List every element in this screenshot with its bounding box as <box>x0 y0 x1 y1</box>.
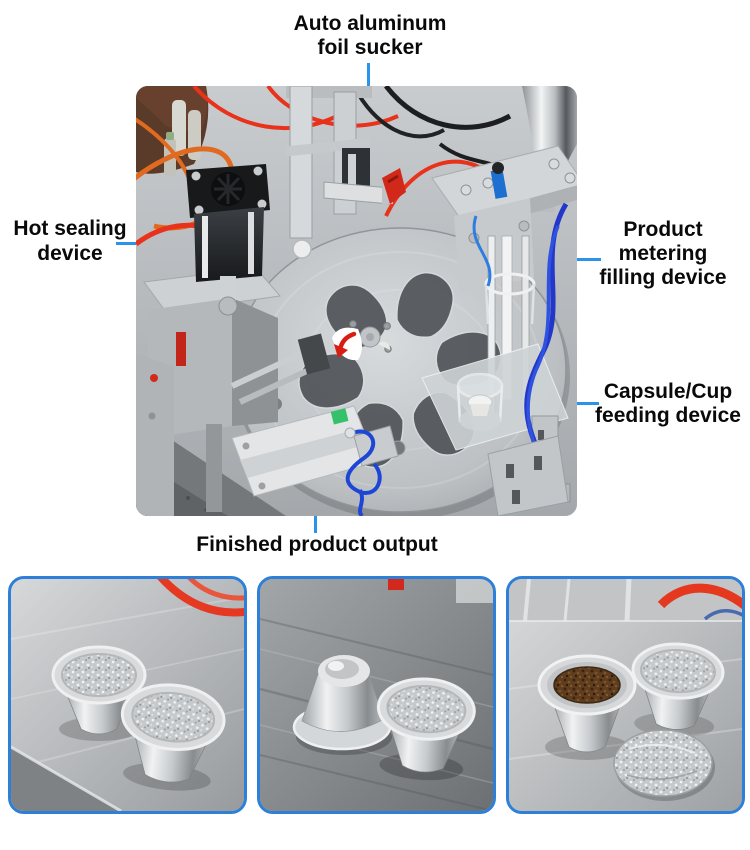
capsule-photo-1-image <box>11 579 244 811</box>
coffee-filled-capsule <box>537 654 637 760</box>
machine-photo-image <box>136 86 577 516</box>
sealed-capsule-left <box>51 645 147 741</box>
foil-sucker-tower <box>285 86 406 239</box>
sealed-capsule <box>631 642 725 738</box>
label-auto-aluminum-foil-sucker: Auto aluminum foil sucker <box>293 12 447 59</box>
capsule-photo-3 <box>506 576 745 814</box>
table-edge-highlight <box>11 745 122 811</box>
sealed-capsule-right <box>120 683 226 791</box>
red-tube-2 <box>187 579 244 601</box>
red-object <box>388 579 404 590</box>
capsule-photo-1 <box>8 576 247 814</box>
label-product-metering-filling-device: Product metering filling device <box>599 218 727 289</box>
finished-output-part <box>230 333 399 516</box>
label-finished-product-output: Finished product output <box>196 533 438 556</box>
sealed-capsule <box>376 677 476 781</box>
blue-tube <box>703 609 742 621</box>
background-blur <box>456 579 493 603</box>
left-fixture <box>136 354 174 516</box>
machine-photo <box>136 86 577 516</box>
label-hot-sealing-device: Hot sealing device <box>13 217 127 265</box>
red-tube <box>657 583 742 610</box>
inverted-capsule <box>292 655 392 755</box>
rotation-arrow <box>332 327 362 361</box>
foil-lid-disc <box>613 729 715 801</box>
hot-sealing-device-part <box>143 164 281 512</box>
capsule-photo-3-image <box>509 579 742 811</box>
bottom-right-bracket <box>487 435 569 516</box>
capsule-photo-2-image <box>260 579 493 811</box>
label-capsule-cup-feeding-device: Capsule/Cup feeding device <box>595 380 741 427</box>
red-tube <box>157 579 244 617</box>
capsule-photo-2 <box>257 576 496 814</box>
product-metering-device-part <box>431 86 577 415</box>
background-streaks <box>523 579 632 622</box>
